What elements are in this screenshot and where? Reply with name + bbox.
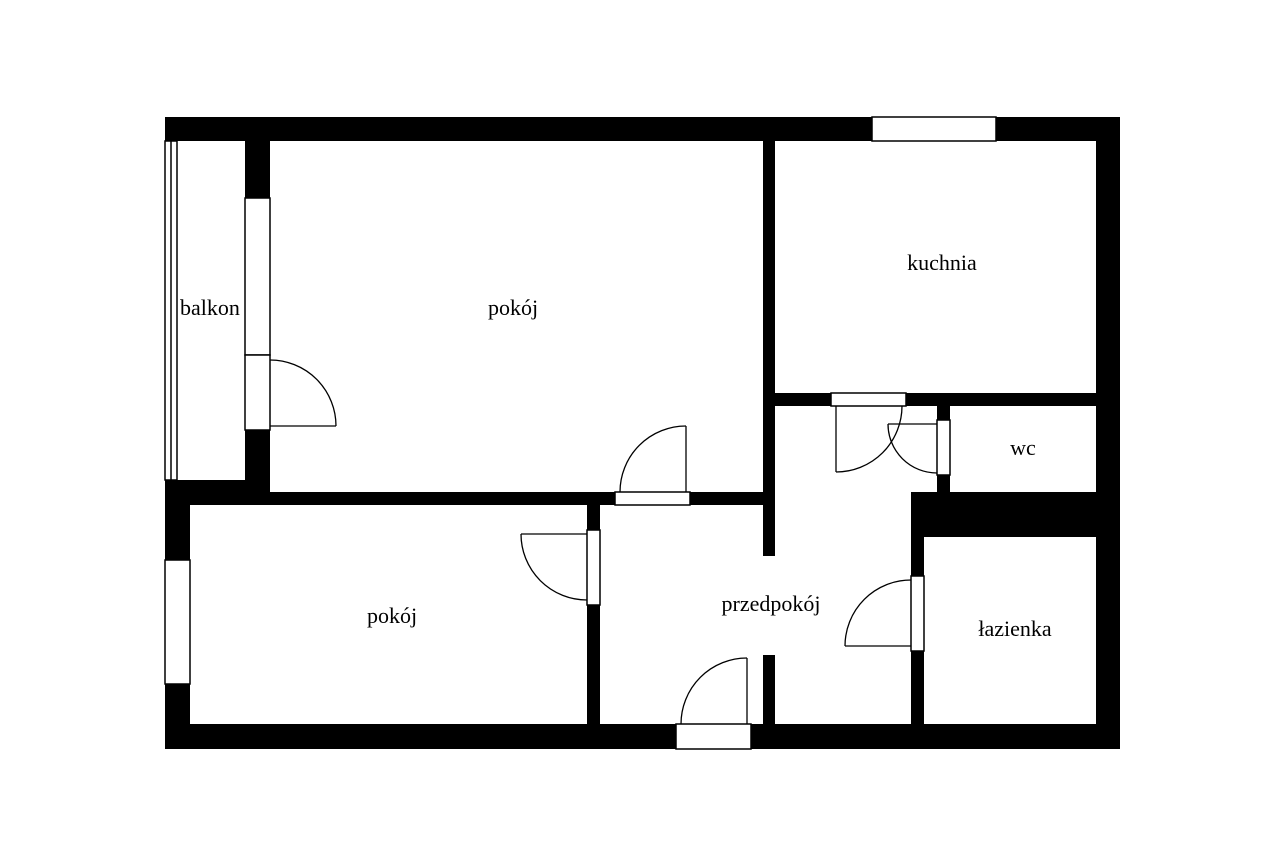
outer-wall-right [1096,117,1120,749]
wall-lower-room-hall [587,492,600,725]
window-kitchen-frame [871,116,997,142]
door-entrance-opening [676,724,751,749]
label-pokoj-lower: pokój [367,603,417,628]
door-bathroom-opening [911,576,924,651]
wall-room-kitchen [763,141,775,556]
wall-hall-lower-stub [763,655,775,725]
door-balcony-opening [245,355,270,430]
door-lower-room-arc [520,533,588,601]
door-upper-room-opening [615,492,690,505]
outer-wall-bottom [165,724,1120,749]
label-pokoj-upper: pokój [488,295,538,320]
door-wc-opening [937,420,950,475]
windows [164,116,997,685]
door-wc-arc [887,423,938,474]
wall-balcony-bottom [165,480,270,493]
door-lower-room-opening [587,530,600,605]
wall-wc-bathroom [911,492,1120,537]
door-bathroom-frame [910,575,925,652]
door-balcony-frame [244,354,271,431]
label-wc: wc [1010,435,1036,460]
door-kitchen-opening [831,393,906,406]
label-przedpokoj: przedpokój [722,591,821,616]
door-balcony-arc [269,359,337,427]
window-lower-room [165,560,190,684]
door-kitchen-frame [830,392,907,407]
outer-walls [165,117,1120,749]
door-lower-room-frame [586,529,601,606]
window-balcony-room [245,198,270,355]
door-upper-room-frame [614,491,691,506]
doors [244,354,951,750]
door-entrance-frame [675,723,752,750]
label-kuchnia: kuchnia [907,250,977,275]
door-bathroom-arc [844,579,912,647]
door-kitchen-arc [835,405,903,473]
door-entrance-arc [680,657,748,725]
window-lower-room-frame [164,559,191,685]
door-wc-frame [936,419,951,476]
label-lazienka: łazienka [978,616,1052,641]
label-balkon: balkon [180,295,240,320]
door-upper-room-arc [619,425,687,493]
window-kitchen [872,117,996,141]
room-labels: balkon pokój kuchnia wc pokój przedpokój… [180,250,1052,641]
interior-walls [165,141,1120,725]
